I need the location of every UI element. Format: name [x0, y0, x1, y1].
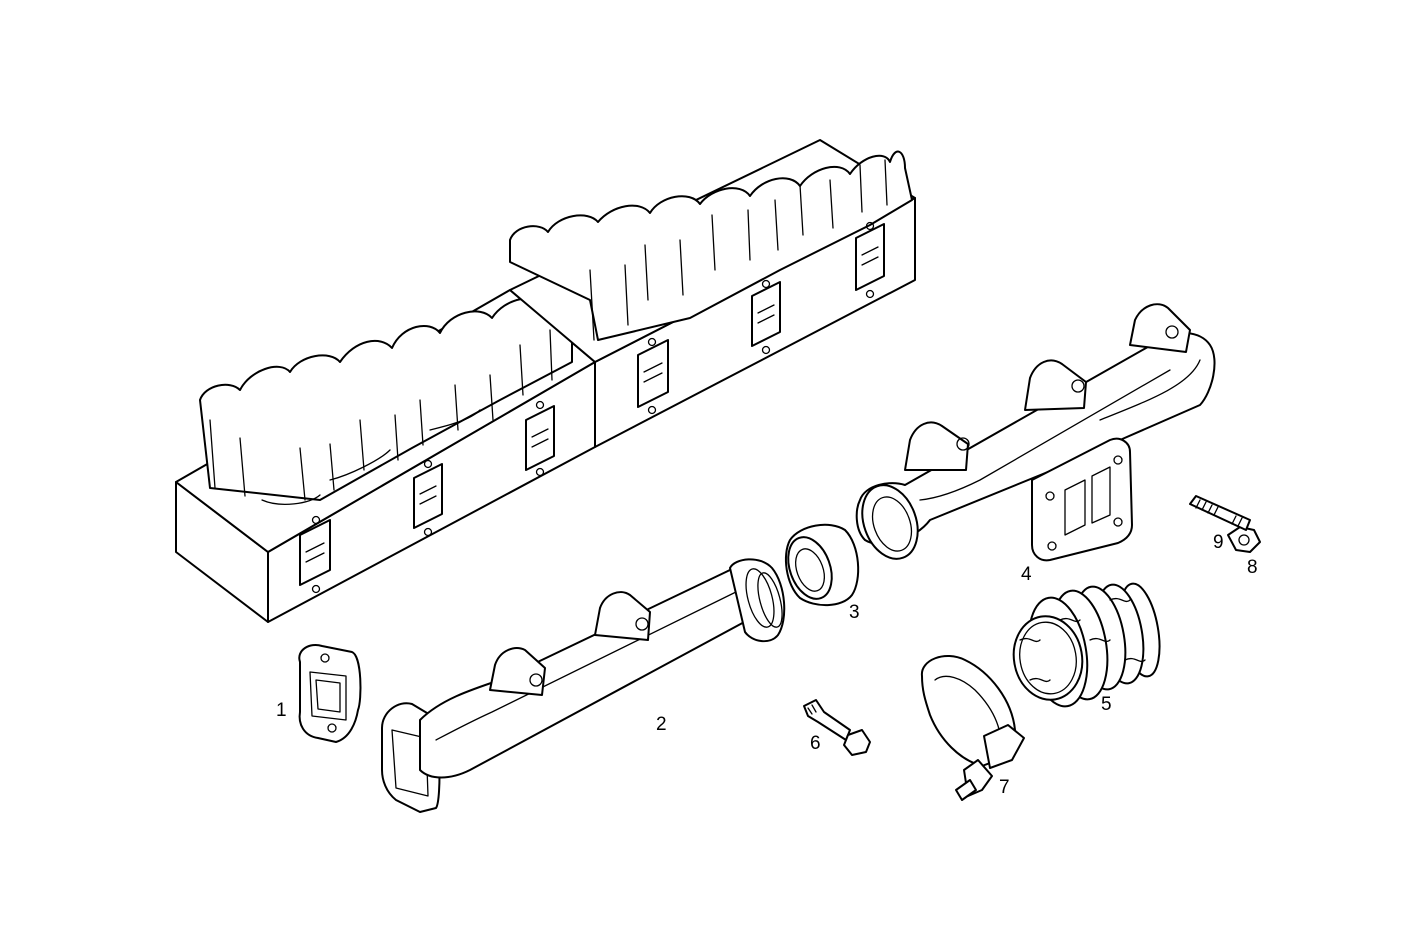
exhaust-port-6 [855, 221, 885, 299]
exhaust-port-5 [751, 279, 781, 355]
sealing-sleeve [784, 523, 860, 607]
rear-exhaust-manifold [855, 303, 1216, 562]
front-exhaust-manifold [381, 558, 786, 813]
v-band-clamp [920, 655, 1025, 801]
exhaust-port-1 [299, 515, 331, 594]
callout-9: 9 [1213, 532, 1224, 553]
callout-3: 3 [849, 602, 860, 623]
threaded-stud [1189, 495, 1251, 531]
exhaust-port-3 [525, 400, 555, 477]
exhaust-gasket [298, 644, 362, 743]
callout-7: 7 [999, 777, 1010, 798]
callout-6: 6 [810, 733, 821, 754]
cylinder-head-assembly [175, 139, 916, 623]
callout-5: 5 [1101, 694, 1112, 715]
callout-2: 2 [656, 714, 667, 735]
callout-8: 8 [1247, 557, 1258, 578]
exhaust-port-2 [413, 459, 443, 537]
callout-1: 1 [276, 700, 287, 721]
hex-nut [1227, 526, 1261, 553]
flexible-bellows [1012, 582, 1161, 708]
callout-4: 4 [1021, 564, 1032, 585]
stud-bolt [803, 699, 871, 756]
exhaust-port-4 [637, 337, 669, 415]
